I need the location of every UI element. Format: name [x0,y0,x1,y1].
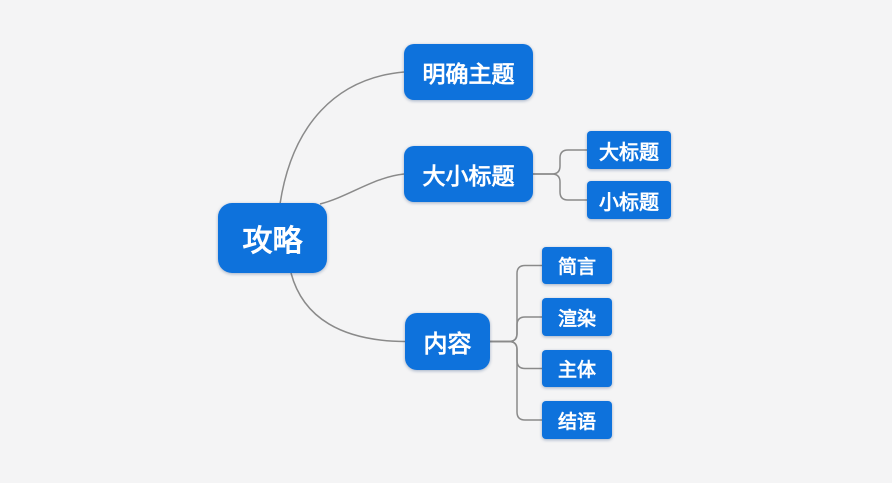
connector-content-to-body [490,340,542,370]
node-content[interactable]: 内容 [405,313,490,370]
connector-content-to-conclusion [490,340,542,421]
node-render[interactable]: 渲染 [542,298,612,336]
node-small-title[interactable]: 小标题 [587,181,671,219]
connector-root-to-content [290,272,406,343]
connector-content-to-intro [490,264,542,343]
connector-title-sizes-to-large-title [533,149,587,175]
node-clear-theme[interactable]: 明确主题 [404,44,533,100]
connector-title-sizes-to-small-title [533,173,587,201]
connector-root-to-clear-theme [279,71,405,205]
node-intro[interactable]: 简言 [542,247,612,284]
node-body[interactable]: 主体 [542,350,612,387]
node-conclusion[interactable]: 结语 [542,401,612,439]
node-large-title[interactable]: 大标题 [587,131,671,169]
connector-root-to-title-sizes [319,173,405,205]
node-title-sizes[interactable]: 大小标题 [404,146,533,202]
connector-content-to-render [490,316,542,343]
node-root-strategy[interactable]: 攻略 [218,203,327,273]
